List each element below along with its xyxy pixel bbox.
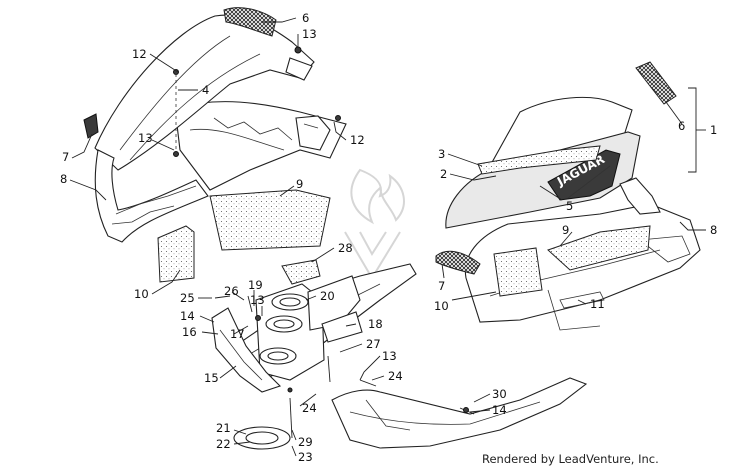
callout-8-right: 8 (710, 223, 717, 237)
belly-pan-assembly (211, 259, 588, 450)
foam-pad-9-right (547, 225, 651, 271)
callout-13-left: 13 (138, 131, 153, 145)
small-vent-left (83, 113, 99, 139)
skid-plate (331, 377, 588, 449)
foam-pad-10-right (493, 247, 543, 297)
callout-25: 25 (180, 291, 195, 305)
vent-grille-right (635, 61, 677, 105)
callout-20: 20 (320, 289, 335, 303)
watermark-logo (344, 168, 405, 280)
hood-assembly-right: JAGUAR (435, 61, 701, 331)
callout-12-left: 12 (132, 47, 147, 61)
callout-14-right: 14 (492, 403, 507, 417)
air-duct-20 (307, 275, 361, 331)
callout-22: 22 (216, 437, 231, 451)
callout-6-top: 6 (302, 11, 309, 25)
foam-pad-10-left (157, 225, 195, 283)
foam-pad-9-left (209, 189, 331, 251)
callout-24-right: 24 (388, 369, 403, 383)
callout-1: 1 (710, 123, 717, 137)
callout-15: 15 (204, 371, 219, 385)
callout-13-lower: 13 (382, 349, 397, 363)
bumper-bracket-right (619, 177, 661, 215)
callout-28: 28 (338, 241, 353, 255)
callout-24-left: 24 (302, 401, 317, 415)
callout-26: 26 (224, 284, 239, 298)
callout-12-right: 12 (350, 133, 365, 147)
callout-9-right: 9 (562, 223, 569, 237)
callout-29: 29 (298, 435, 313, 449)
callout-9-left: 9 (296, 177, 303, 191)
callout-21: 21 (216, 421, 231, 435)
callout-7-right: 7 (438, 279, 445, 293)
callout-16: 16 (182, 325, 197, 339)
callout-30: 30 (492, 387, 507, 401)
render-credit: Rendered by LeadVenture, Inc. (482, 452, 659, 466)
callout-7-left: 7 (62, 150, 69, 164)
callout-13-mid: 13 (250, 293, 265, 307)
callout-4: 4 (202, 83, 209, 97)
callout-2: 2 (440, 167, 447, 181)
trim-stripe-3 (477, 145, 601, 175)
hood-nose (94, 149, 209, 243)
hood-assembly-left (83, 7, 347, 283)
callout-19: 19 (248, 278, 263, 292)
air-duct-18 (321, 311, 363, 343)
callout-27: 27 (366, 337, 381, 351)
callout-11: 11 (590, 297, 605, 311)
callout-17: 17 (230, 327, 245, 341)
foam-pad-28 (281, 259, 321, 285)
callout-23: 23 (298, 450, 313, 464)
callout-6-right: 6 (678, 119, 685, 133)
vent-grille-top (223, 7, 277, 37)
leader-lines (69, 17, 706, 457)
side-bracket (211, 307, 282, 393)
callout-10-right: 10 (434, 299, 449, 313)
callout-5: 5 (566, 199, 573, 213)
callout-10-left: 10 (134, 287, 149, 301)
callout-14-left: 14 (180, 309, 195, 323)
callout-8-left: 8 (60, 172, 67, 186)
callout-13-top: 13 (302, 27, 317, 41)
callout-3: 3 (438, 147, 445, 161)
callout-labels: 6 13 12 4 13 12 7 8 9 10 28 25 26 19 13 … (60, 11, 717, 464)
callout-18: 18 (368, 317, 383, 331)
